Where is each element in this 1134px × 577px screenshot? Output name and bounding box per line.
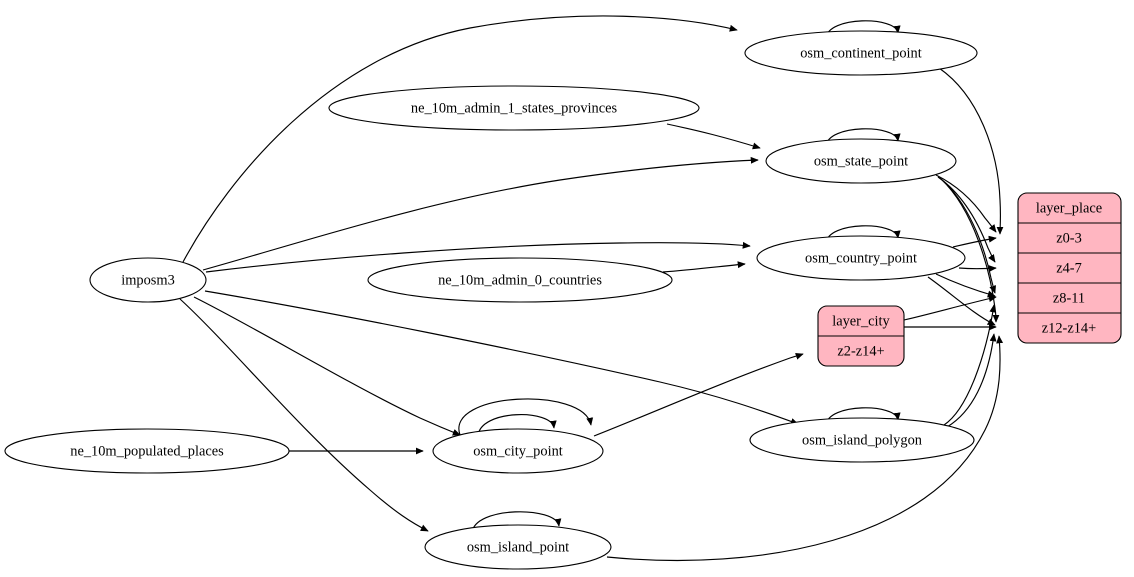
node-layer_place[interactable]: layer_place z0-3 z4-7 z8-11 z12-z14+ xyxy=(1017,192,1122,344)
edge-osm_city_point-to-layer_city-z2-z14+ xyxy=(593,353,804,437)
node-ne_10m_populated_places[interactable]: ne_10m_populated_places xyxy=(4,428,290,474)
node-label-osm_continent_point: osm_continent_point xyxy=(800,45,922,61)
node-layer: imposm3 ne_10m_admin_1_states_provinces … xyxy=(4,30,978,570)
layer_place-row-z0-3[interactable]: z0-3 xyxy=(1056,230,1082,246)
edge-imposm3-to-osm_city_point xyxy=(193,296,461,436)
node-ne_10m_admin_0_countries[interactable]: ne_10m_admin_0_countries xyxy=(367,257,673,303)
edge-ne_countries-to-osm_country_point xyxy=(662,261,746,273)
node-osm_state_point[interactable]: osm_state_point xyxy=(765,138,957,184)
layer_place-row-z8-11[interactable]: z8-11 xyxy=(1053,290,1085,306)
node-label-ne_10m_populated_places: ne_10m_populated_places xyxy=(70,443,224,459)
edge-imposm3-to-osm_country_point xyxy=(205,241,751,273)
edge-osm_state_point-to-layer_place-z0-3 xyxy=(935,174,997,233)
edge-osm_continent_point-to-layer_place-z0-3 xyxy=(938,67,1004,235)
edge-imposm3-to-osm_state_point xyxy=(202,156,759,271)
edge-layer_city-to-layer_place-z8-11 xyxy=(903,295,997,321)
layer_city-row-z2-z14[interactable]: z2-z14+ xyxy=(837,343,884,359)
edge-osm_country_point-to-layer_place-z8-11 xyxy=(935,273,996,298)
layer_city-header: layer_city xyxy=(832,313,890,329)
node-label-osm_state_point: osm_state_point xyxy=(814,153,908,169)
node-label-osm_island_point: osm_island_point xyxy=(467,539,569,555)
node-imposm3[interactable]: imposm3 xyxy=(89,257,207,303)
node-osm_island_polygon[interactable]: osm_island_polygon xyxy=(749,417,975,463)
edge-osm_island_polygon-to-layer_place-z12-z14+ xyxy=(946,333,997,428)
edge-osm_country_point-to-layer_place-z0-3 xyxy=(952,235,997,248)
edge-imposm3-to-osm_continent_point xyxy=(182,15,738,263)
edge-osm_state_point-to-layer_place-z8-11 xyxy=(939,177,996,294)
edge-osm_state_point-to-layer_place-z4-7 xyxy=(937,176,996,263)
node-label-osm_city_point: osm_city_point xyxy=(473,443,563,459)
node-label-osm_island_polygon: osm_island_polygon xyxy=(802,432,922,448)
edge-osm_city_point-self-outer xyxy=(458,398,594,436)
node-osm_continent_point[interactable]: osm_continent_point xyxy=(744,30,978,76)
layer_place-row-z12-z14[interactable]: z12-z14+ xyxy=(1042,320,1096,336)
node-osm_country_point[interactable]: osm_country_point xyxy=(756,235,966,281)
edge-imposm3-to-osm_island_polygon xyxy=(204,290,799,425)
layer_place-row-z4-7[interactable]: z4-7 xyxy=(1056,260,1082,276)
node-label-ne_10m_admin_0_countries: ne_10m_admin_0_countries xyxy=(438,272,602,288)
edge-imposm3-to-osm_island_point xyxy=(179,298,429,532)
edge-osm_island_point-to-layer_place-z12-z14+ xyxy=(606,335,1004,562)
edge-ne_states-to-osm_state_point xyxy=(666,123,761,150)
layer_place-header: layer_place xyxy=(1036,200,1102,216)
node-ne_10m_admin_1_states_provinces[interactable]: ne_10m_admin_1_states_provinces xyxy=(328,85,700,131)
edge-osm_island_polygon-to-layer_place-z8-11 xyxy=(943,304,997,426)
edge-osm_country_point-to-layer_place-z12-z14+ xyxy=(927,276,996,326)
node-osm_city_point[interactable]: osm_city_point xyxy=(432,428,604,474)
edge-osm_island_point-self xyxy=(471,511,562,534)
edge-osm_country_point-to-layer_place-z4-7 xyxy=(958,265,997,272)
edge-osm_city_point-self-inner xyxy=(477,414,557,437)
node-label-imposm3: imposm3 xyxy=(121,272,175,288)
node-label-osm_country_point: osm_country_point xyxy=(805,250,917,266)
node-label-ne_10m_admin_1_states_provinces: ne_10m_admin_1_states_provinces xyxy=(411,100,618,116)
node-osm_island_point[interactable]: osm_island_point xyxy=(424,524,612,570)
node-layer_city[interactable]: layer_city z2-z14+ xyxy=(817,305,905,367)
